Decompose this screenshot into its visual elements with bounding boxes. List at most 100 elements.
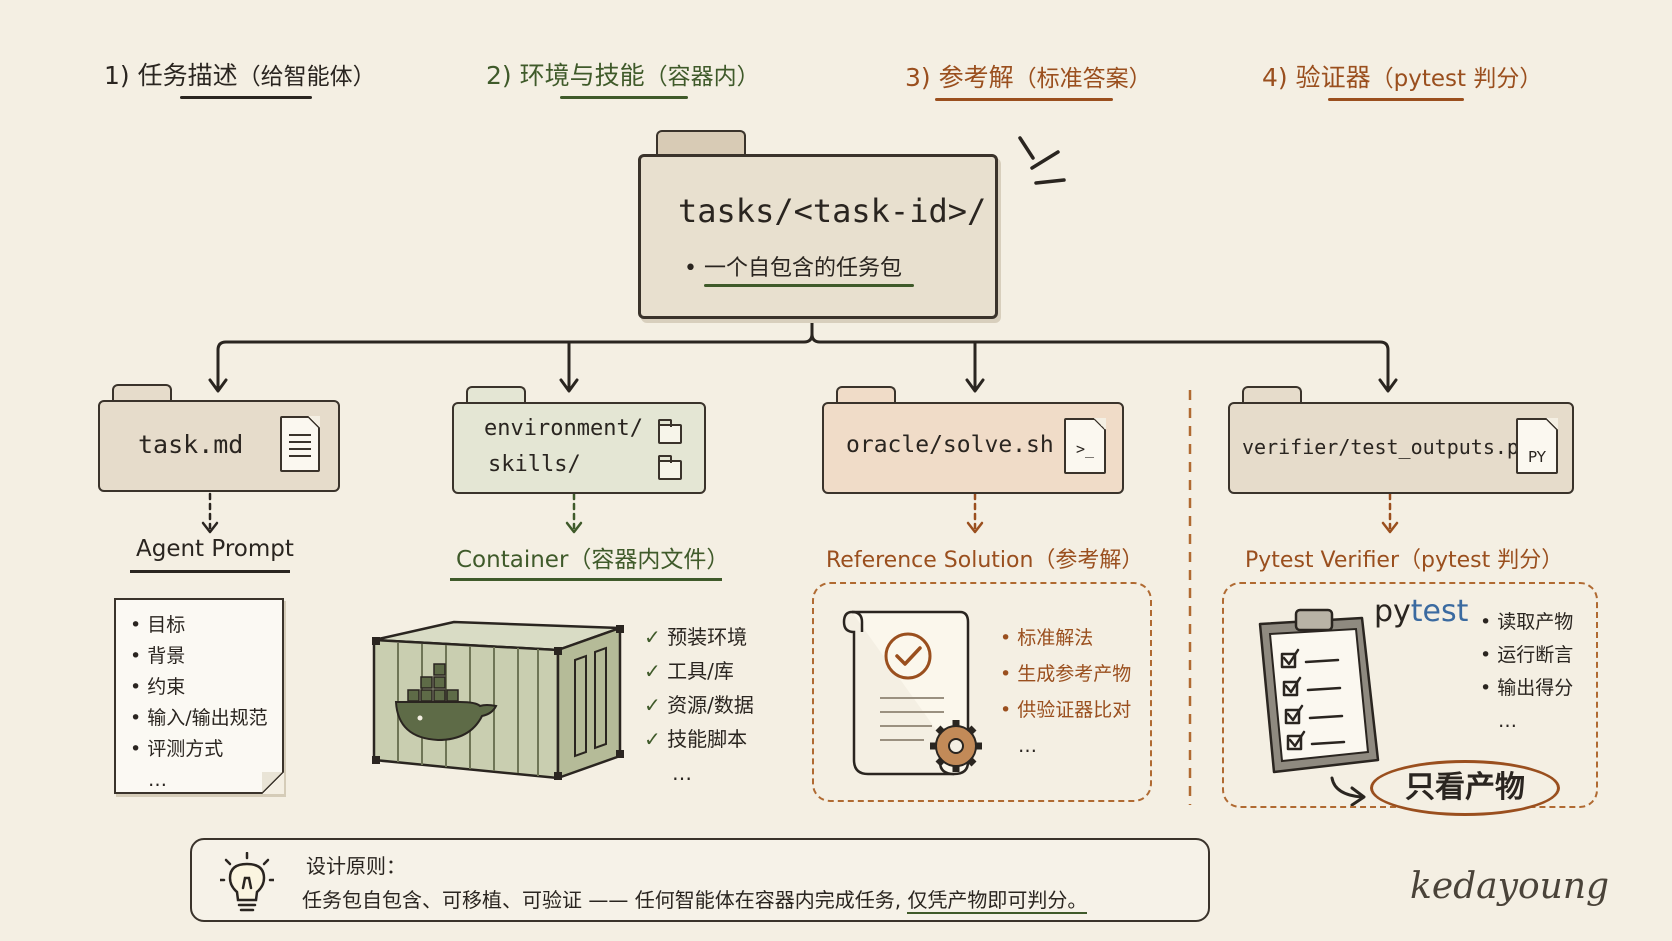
folder-tab [656, 130, 746, 156]
agent-prompt-label: Agent Prompt [130, 536, 294, 573]
header-verifier: 4) 验证器（pytest 判分） [1262, 58, 1543, 101]
scroll-certificate-icon [842, 610, 982, 776]
environment-checks: ✓ 预装环境 ✓ 工具/库 ✓ 资源/数据 ✓ 技能脚本 … [644, 620, 754, 790]
header-number: 4) [1262, 63, 1288, 92]
oracle-folder[interactable]: oracle/solve.sh >_ [822, 386, 1124, 494]
reference-solution-label: Reference Solution（参考解） [826, 542, 1143, 574]
author-signature: kedayoung [1410, 866, 1610, 907]
header-title: 参考解 [938, 63, 1014, 92]
header-paren: （pytest 判分） [1370, 66, 1543, 92]
header-title: 验证器 [1295, 63, 1371, 92]
header-paren: （标准答案） [1013, 66, 1152, 92]
verifier-folder[interactable]: verifier/test_outputs.py PY [1228, 386, 1574, 494]
check-item: … [672, 761, 692, 785]
header-number: 3) [905, 63, 931, 92]
environment-folder[interactable]: environment/ skills/ [452, 386, 706, 494]
bullet-dot: • [684, 256, 704, 281]
folder-body [638, 154, 998, 319]
folder-tab [112, 384, 172, 404]
header-paren: （给智能体） [237, 64, 376, 90]
principle-text-a: 任务包自包含、可移植、可验证 —— 任何智能体在容器内完成任务, [302, 888, 902, 912]
only-artifacts-text: 只看产物 [1405, 770, 1525, 805]
terminal-icon: >_ [1064, 418, 1106, 474]
list-item: … [148, 769, 167, 791]
document-icon [280, 416, 320, 472]
pytest-verifier-label-text: Pytest Verifier（pytest 判分） [1245, 548, 1564, 573]
bullet-underline [704, 284, 914, 287]
container-label: Container（容器内文件） [450, 540, 730, 581]
verifier-filename: verifier/test_outputs.py [1242, 435, 1531, 459]
header-underline [180, 96, 312, 99]
label-underline [130, 570, 290, 573]
folder-tab [1242, 386, 1302, 406]
folder-icon [658, 455, 682, 480]
docker-whale-icon [394, 663, 498, 742]
check-item: ✓ 资源/数据 [644, 693, 754, 717]
list-item: • 生成参考产物 [1000, 663, 1132, 685]
task-md-folder[interactable]: task.md [98, 384, 340, 492]
list-item: • 约束 [130, 676, 186, 698]
header-title: 任务描述 [137, 61, 238, 90]
list-item: • 标准解法 [1000, 627, 1094, 649]
header-environment-skills: 2) 环境与技能（容器内） [486, 56, 760, 99]
task-md-items: • 目标 • 背景 • 约束 • 输入/输出规范 • 评测方式 … [130, 610, 268, 796]
agent-prompt-text: Agent Prompt [136, 536, 294, 562]
shipping-container-icon [372, 620, 624, 780]
list-item: • 输入/输出规范 [130, 707, 268, 729]
check-item: ✓ 预装环境 [644, 625, 748, 649]
list-item: • 输出得分 [1480, 677, 1574, 699]
terminal-icon-text: >_ [1075, 440, 1095, 458]
header-number: 1) [104, 61, 130, 90]
principle-title: 设计原则： [306, 854, 406, 878]
header-underline [1328, 98, 1464, 101]
header-reference-solution: 3) 参考解（标准答案） [905, 58, 1152, 101]
folder-tab [466, 386, 526, 406]
reference-solution-label-text: Reference Solution（参考解） [826, 548, 1144, 573]
root-folder-path: tasks/<task-id>/ [678, 192, 987, 230]
list-item: • 目标 [130, 614, 186, 636]
header-paren: （容器内） [644, 64, 760, 90]
pytest-logo: pytest [1374, 594, 1469, 629]
principle-text-b: 仅凭产物即可判分。 [907, 888, 1088, 914]
reference-solution-box: • 标准解法 • 生成参考产物 • 供验证器比对 … [812, 582, 1152, 802]
label-underline [450, 578, 722, 581]
environment-dirname: environment/ [484, 416, 643, 441]
list-item: • 供验证器比对 [1000, 699, 1132, 721]
check-item: ✓ 技能脚本 [644, 727, 748, 751]
task-md-filename: task.md [138, 430, 244, 459]
list-item: • 评测方式 [130, 738, 224, 760]
lightbulb-icon [220, 852, 274, 912]
oracle-filename: oracle/solve.sh [846, 432, 1054, 458]
header-title: 环境与技能 [519, 61, 645, 90]
skills-dirname: skills/ [488, 452, 581, 477]
root-folder-bullet-text: 一个自包含的任务包 [703, 256, 902, 281]
root-folder-bullet: • 一个自包含的任务包 [684, 250, 902, 282]
python-icon-text: PY [1528, 448, 1546, 466]
list-item: • 运行断言 [1480, 644, 1574, 666]
oracle-items: • 标准解法 • 生成参考产物 • 供验证器比对 … [1000, 620, 1131, 764]
folder-tab [836, 386, 896, 406]
gear-icon [930, 720, 982, 772]
python-file-icon: PY [1516, 418, 1558, 474]
folder-icon [658, 419, 682, 444]
check-item: ✓ 工具/库 [644, 659, 734, 683]
pytest-verifier-box: pytest • 读取产物 • 运行断言 • 输出得分 … [1222, 582, 1598, 808]
design-principle-box: 设计原则： 任务包自包含、可移植、可验证 —— 任何智能体在容器内完成任务, 仅… [190, 838, 1210, 922]
pytest-verifier-label: Pytest Verifier（pytest 判分） [1245, 542, 1563, 574]
list-item: … [1018, 735, 1037, 757]
only-artifacts-badge: 只看产物 [1370, 760, 1560, 816]
list-item: … [1498, 710, 1517, 732]
header-task-description: 1) 任务描述（给智能体） [104, 56, 376, 99]
list-item: • 背景 [130, 645, 186, 667]
header-underline [560, 96, 688, 99]
list-item: • 读取产物 [1480, 611, 1574, 633]
verifier-items: • 读取产物 • 运行断言 • 输出得分 … [1480, 606, 1573, 738]
clipboard-checklist-icon [1258, 608, 1380, 774]
container-label-text: Container（容器内文件） [456, 547, 730, 573]
task-md-note: • 目标 • 背景 • 约束 • 输入/输出规范 • 评测方式 … [114, 598, 284, 794]
root-task-folder[interactable]: tasks/<task-id>/ • 一个自包含的任务包 [638, 130, 998, 319]
header-number: 2) [486, 61, 512, 90]
header-underline [935, 98, 1113, 101]
principle-text: 任务包自包含、可移植、可验证 —— 任何智能体在容器内完成任务, 仅凭产物即可判… [302, 884, 1088, 914]
